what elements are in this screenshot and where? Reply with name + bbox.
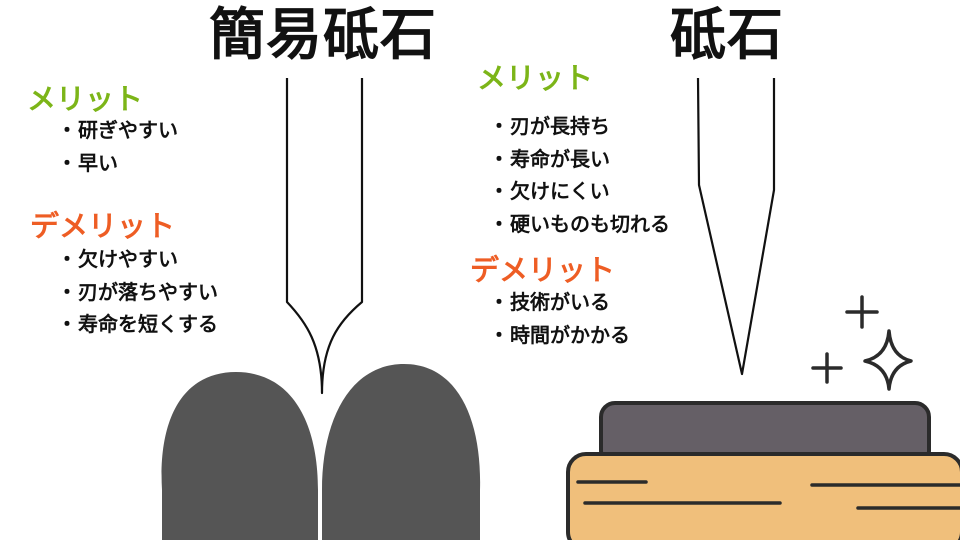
list-item: ・寿命が長い	[489, 146, 610, 171]
blade-sharp-edge	[696, 77, 776, 376]
wood-base	[566, 452, 960, 540]
soft-stone-right	[322, 364, 481, 540]
blade-convex-edge	[285, 78, 364, 395]
left-merit-list: ・研ぎやすい ・早い	[56, 114, 178, 179]
list-item: ・早い	[57, 150, 118, 175]
left-merit-heading: メリット	[26, 82, 144, 116]
wood-grain	[576, 480, 960, 510]
left-title: 簡易砥石	[209, 3, 437, 68]
plus-icon	[811, 352, 843, 384]
right-demerit-heading: デメリット	[469, 253, 616, 287]
list-item: ・欠けやすい	[57, 247, 178, 271]
list-item: ・寿命を短くする	[57, 312, 218, 336]
soft-stone-left	[161, 372, 318, 540]
list-item: ・時間がかかる	[489, 322, 630, 347]
list-item: ・刃が落ちやすい	[57, 279, 218, 304]
left-demerit-list: ・欠けやすい ・刃が落ちやすい ・寿命を短くする	[56, 243, 218, 341]
soft-stone-pair	[161, 364, 481, 540]
list-item: ・刃が長持ち	[489, 114, 610, 138]
right-merit-list: ・刃が長持ち ・寿命が長い ・欠けにくい ・硬いものも切れる	[488, 110, 670, 240]
list-item: ・研ぎやすい	[57, 118, 178, 142]
list-item: ・欠けにくい	[489, 179, 610, 203]
left-demerit-heading: デメリット	[29, 209, 176, 243]
plus-icon	[845, 295, 879, 329]
list-item: ・硬いものも切れる	[489, 211, 670, 236]
right-merit-heading: メリット	[476, 61, 594, 95]
right-demerit-list: ・技術がいる ・時間がかかる	[488, 286, 630, 351]
list-item: ・技術がいる	[489, 290, 610, 314]
sparkle-icon	[863, 329, 913, 391]
right-title: 砥石	[670, 3, 784, 68]
whetstone-with-base	[566, 401, 960, 540]
